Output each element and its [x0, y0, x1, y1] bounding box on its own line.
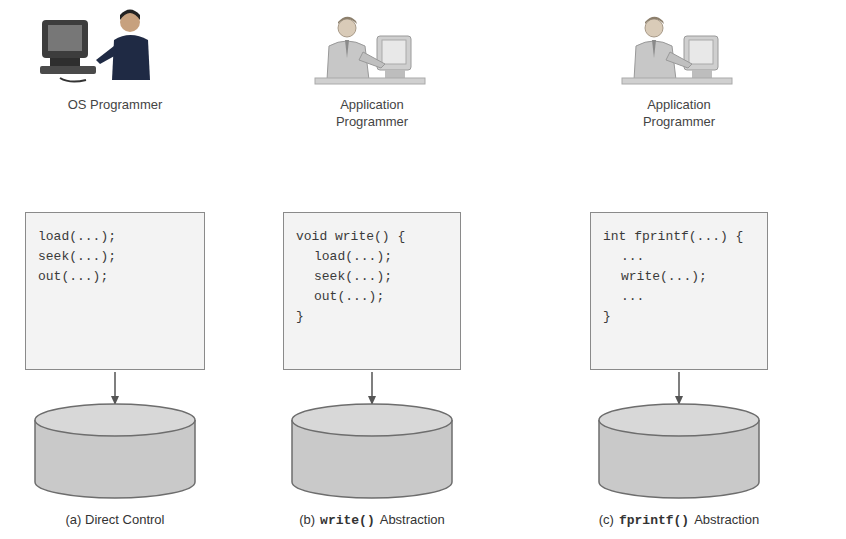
- code-line: ...: [603, 247, 755, 267]
- caption-text: fprintf(): [619, 513, 689, 528]
- figure-caption: (a) Direct Control: [66, 512, 165, 527]
- code-line: ...: [603, 287, 755, 307]
- caption-text: (b): [299, 512, 315, 527]
- code-line: load(...);: [38, 227, 192, 247]
- code-line: write(...);: [603, 267, 755, 287]
- code-box: int fprintf(...) {...write(...);...}: [590, 212, 768, 370]
- caption-text: write(): [320, 513, 375, 528]
- code-line: seek(...);: [296, 267, 448, 287]
- figure-caption: (c) fprintf() Abstraction: [599, 512, 759, 528]
- code-box: load(...);seek(...);out(...);: [25, 212, 205, 370]
- code-line: }: [296, 307, 448, 327]
- caption-text: Abstraction: [694, 512, 759, 527]
- role-label: Application Programmer: [634, 96, 724, 130]
- figure-caption: (b) write() Abstraction: [299, 512, 445, 528]
- code-line: out(...);: [38, 267, 192, 287]
- caption-text: (c): [599, 512, 614, 527]
- code-line: load(...);: [296, 247, 448, 267]
- code-box: void write() {load(...);seek(...);out(..…: [283, 212, 461, 370]
- code-line: }: [603, 307, 755, 327]
- code-line: int fprintf(...) {: [603, 227, 755, 247]
- role-label: OS Programmer: [45, 96, 185, 113]
- caption-text: Abstraction: [380, 512, 445, 527]
- code-line: void write() {: [296, 227, 448, 247]
- code-line: out(...);: [296, 287, 448, 307]
- caption-text: (a) Direct Control: [66, 512, 165, 527]
- code-line: seek(...);: [38, 247, 192, 267]
- role-label: Application Programmer: [327, 96, 417, 130]
